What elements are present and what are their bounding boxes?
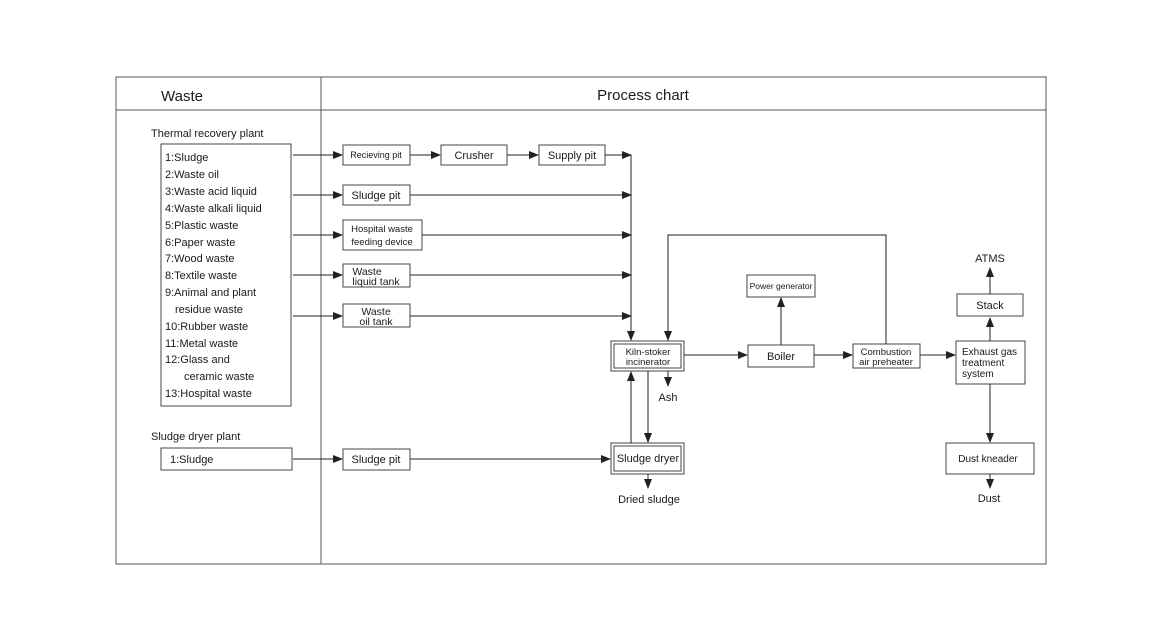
sludge-dryer-label: Sludge dryer xyxy=(617,453,680,465)
waste-item: 12:Glass and xyxy=(165,354,230,366)
waste-item: 11:Metal waste xyxy=(165,338,238,350)
waste-item: 13:Hospital waste xyxy=(165,388,252,400)
kiln-label-2: incinerator xyxy=(626,357,670,368)
crusher-label: Crusher xyxy=(454,150,493,162)
receiving-pit-label: Recieving pit xyxy=(350,150,402,160)
process-chart-header: Process chart xyxy=(597,87,690,104)
boiler-label: Boiler xyxy=(767,351,795,363)
waste-header: Waste xyxy=(161,88,203,105)
kiln-label-1: Kiln-stoker xyxy=(626,347,671,358)
dryer-sludge-label: 1:Sludge xyxy=(170,454,213,466)
waste-item: 8:Textile waste xyxy=(165,270,237,282)
waste-item: ceramic waste xyxy=(184,371,254,383)
waste-liquid-tank-label-2: liquid tank xyxy=(352,276,400,288)
power-generator-label: Power generator xyxy=(750,281,813,291)
waste-liquid-tank-label-1: Waste xyxy=(352,266,382,278)
power-generator-box xyxy=(746,274,816,298)
outer-frame xyxy=(115,76,1047,565)
thermal-waste-items: 1:Sludge 2:Waste oil 3:Waste acid liquid… xyxy=(165,152,262,400)
dust-kneader-label: Dust kneader xyxy=(958,454,1018,465)
dryer-plant-title: Sludge dryer plant xyxy=(151,431,240,443)
sludge-dryer-box-inner xyxy=(613,445,682,472)
sludge-pit-top-label: Sludge pit xyxy=(352,190,401,202)
atms-label: ATMS xyxy=(975,253,1005,265)
kiln-box-inner xyxy=(613,343,682,369)
waste-item: 6:Paper waste xyxy=(165,237,235,249)
hospital-feed-box xyxy=(342,219,423,251)
waste-item: 9:Animal and plant xyxy=(165,287,256,299)
sludge-pit-bottom-label: Sludge pit xyxy=(352,454,401,466)
exhaust-label-2: treatment xyxy=(962,358,1004,369)
thermal-plant-title: Thermal recovery plant xyxy=(151,128,264,140)
waste-item: 7:Wood waste xyxy=(165,253,235,265)
dust-label: Dust xyxy=(978,493,1001,505)
waste-item: residue waste xyxy=(175,304,243,316)
air-return-loop xyxy=(664,234,887,344)
exhaust-label-1: Exhaust gas xyxy=(962,347,1017,358)
waste-item: 3:Waste acid liquid xyxy=(165,186,257,198)
exhaust-box xyxy=(955,340,1026,385)
combustion-label-2: air preheater xyxy=(859,357,913,368)
dust-kneader-box xyxy=(945,442,1035,475)
ash-label: Ash xyxy=(659,392,678,404)
hospital-feed-label-2: feeding device xyxy=(351,237,412,248)
stack-label: Stack xyxy=(976,300,1004,312)
waste-item: 5:Plastic waste xyxy=(165,220,238,232)
waste-item: 1:Sludge xyxy=(165,152,208,164)
exhaust-label-3: system xyxy=(962,369,994,380)
dried-sludge-label: Dried sludge xyxy=(618,494,680,506)
feed-lines xyxy=(293,151,343,463)
waste-item: 4:Waste alkali liquid xyxy=(165,203,262,215)
waste-item: 10:Rubber waste xyxy=(165,321,248,333)
combustion-label-1: Combustion xyxy=(861,347,912,358)
dryer-sludge-box xyxy=(160,447,293,471)
supply-pit-label: Supply pit xyxy=(548,150,596,162)
hospital-feed-label-1: Hospital waste xyxy=(351,224,413,235)
waste-oil-tank-label-1: Waste xyxy=(361,306,391,318)
waste-item: 2:Waste oil xyxy=(165,169,219,181)
waste-oil-tank-label-2: oil tank xyxy=(359,316,393,328)
thermal-waste-list xyxy=(160,143,292,407)
